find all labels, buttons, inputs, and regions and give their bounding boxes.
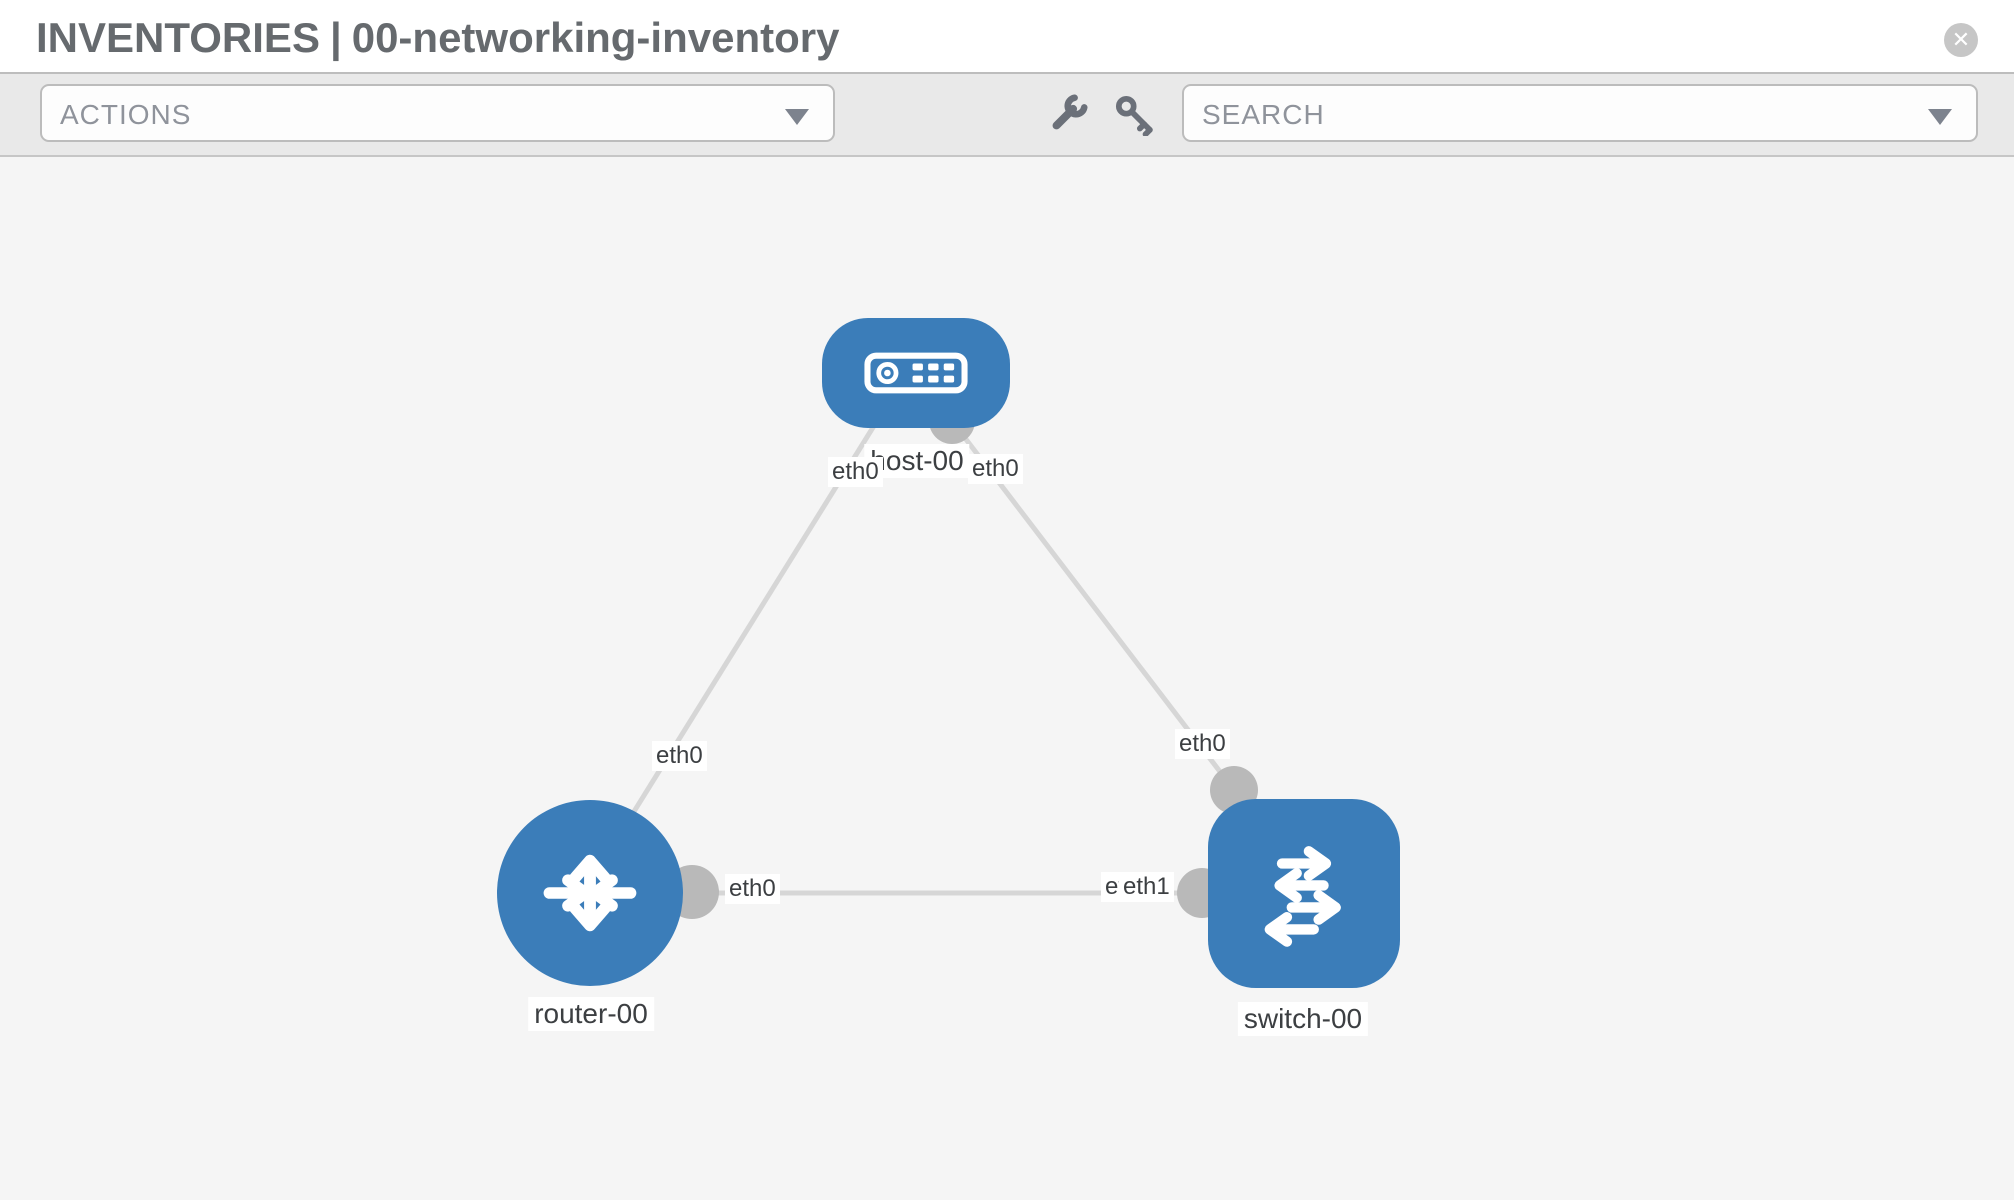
node-router-00[interactable]	[497, 800, 683, 986]
node-switch-00[interactable]	[1208, 799, 1400, 988]
host-icon	[864, 352, 968, 394]
interface-label: eth0	[652, 741, 707, 771]
actions-dropdown[interactable]: ACTIONS	[40, 84, 835, 142]
wrench-icon[interactable]	[1046, 94, 1088, 136]
search-placeholder: SEARCH	[1202, 99, 1325, 130]
breadcrumb-separator: |	[329, 14, 342, 61]
node-label-router: router-00	[528, 997, 654, 1031]
node-label-switch: switch-00	[1237, 1002, 1369, 1036]
interface-label: eth0	[1175, 729, 1230, 759]
toolbar: ACTIONS SEARCH	[0, 74, 2014, 157]
switch-icon	[1264, 845, 1341, 947]
topology-canvas[interactable]: host-00 router-00 switch-00 eth0 eth0 et…	[0, 157, 2014, 1200]
key-icon[interactable]	[1114, 94, 1156, 136]
interface-label: eth0	[968, 454, 1023, 484]
chevron-down-icon	[1928, 109, 1952, 125]
breadcrumb-section: INVENTORIES	[36, 14, 320, 61]
interface-label: eth0	[828, 457, 883, 487]
links-layer	[590, 398, 1304, 919]
page-title: INVENTORIES|00-networking-inventory	[36, 14, 839, 62]
search-dropdown[interactable]: SEARCH	[1182, 84, 1978, 142]
inventory-name: 00-networking-inventory	[351, 14, 840, 61]
interface-label: eth1	[1119, 872, 1174, 902]
header-bar: INVENTORIES|00-networking-inventory ✕	[0, 0, 2014, 74]
actions-dropdown-label: ACTIONS	[60, 99, 192, 130]
close-icon[interactable]: ✕	[1944, 23, 1978, 57]
interface-label: eth0	[725, 874, 780, 904]
node-host-00[interactable]	[822, 318, 1010, 428]
link-host-router	[594, 419, 880, 873]
chevron-down-icon	[785, 109, 809, 125]
router-icon	[543, 854, 637, 932]
